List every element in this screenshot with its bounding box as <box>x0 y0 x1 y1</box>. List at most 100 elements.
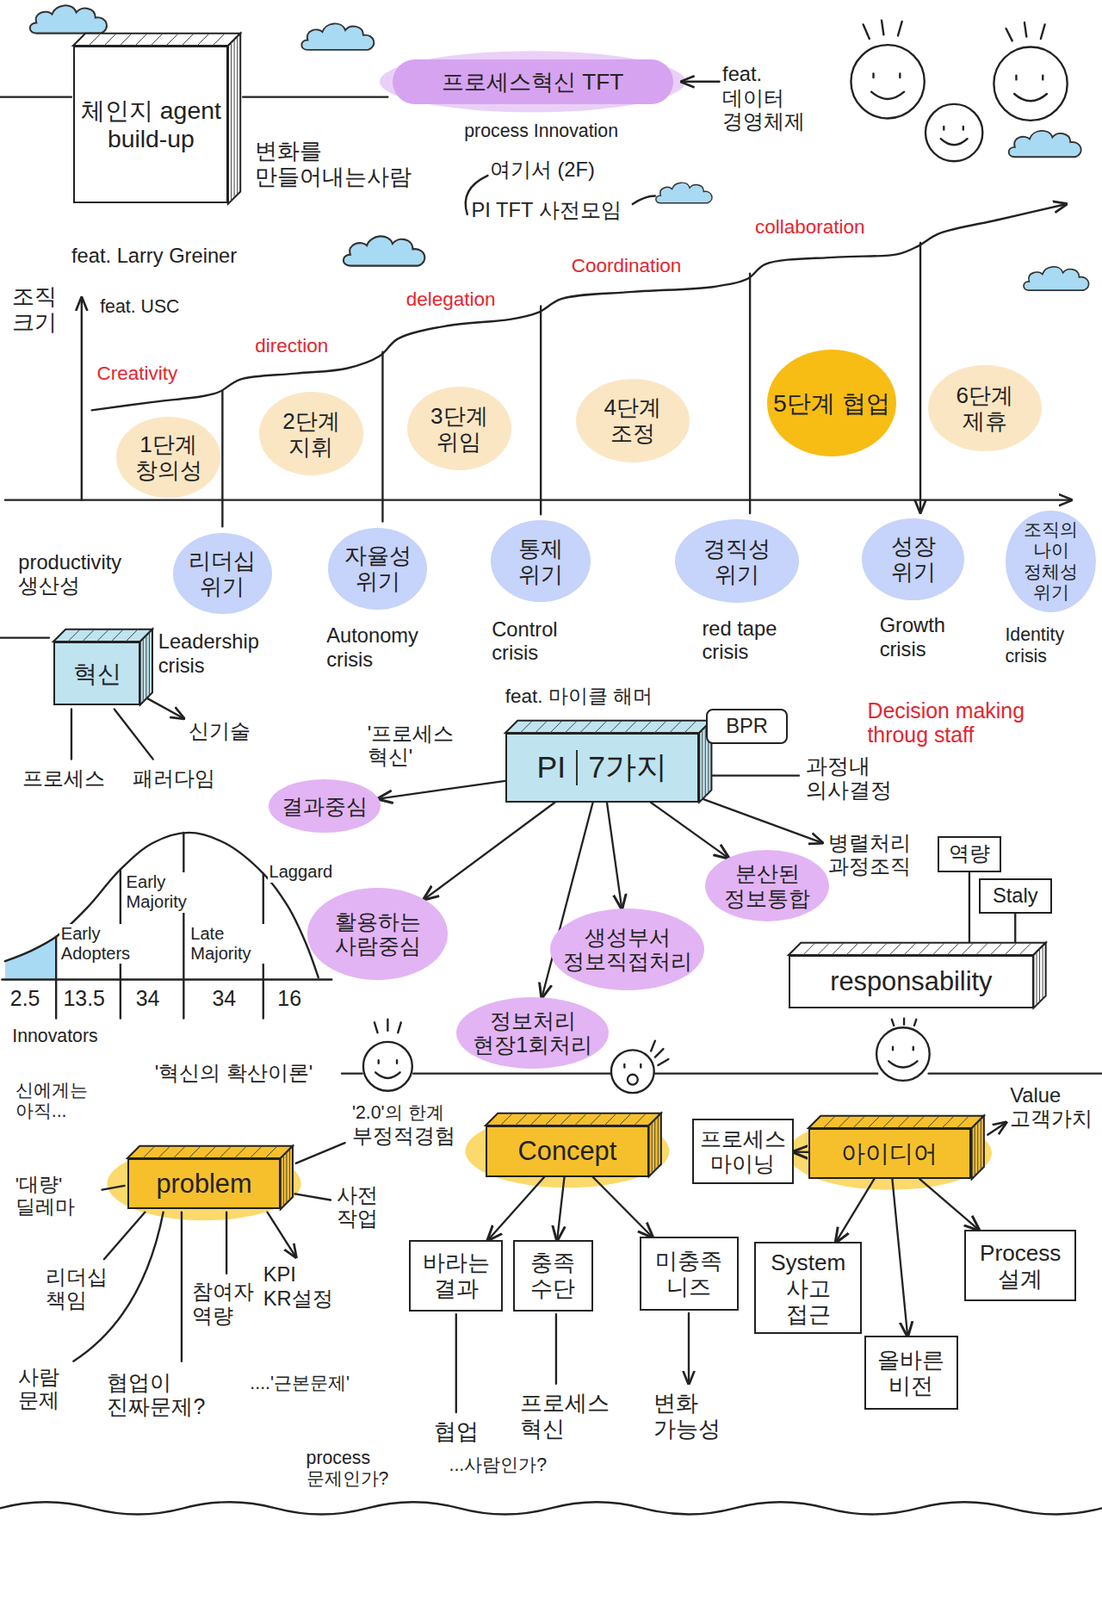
highlight-glow <box>106 1146 301 1220</box>
cube-hatch <box>976 942 989 955</box>
node-text: 4단계 조정 <box>581 394 685 446</box>
cube-hatch <box>918 942 931 955</box>
cube-hatch <box>927 1114 940 1127</box>
chart-baseline <box>1 978 332 980</box>
cube-hatch <box>1039 948 1041 1003</box>
cloud-doodle <box>30 5 107 33</box>
tag-box: BPR <box>705 708 788 744</box>
face-doodle <box>374 1019 402 1078</box>
cube-hatch <box>286 1151 288 1203</box>
cloud-doodle <box>1009 130 1082 157</box>
face-doodle <box>925 104 983 161</box>
highlight-glow <box>464 1114 669 1188</box>
cloud-doodle <box>343 235 426 266</box>
cube-hatch <box>977 1121 979 1173</box>
cube-hatch <box>219 1145 232 1158</box>
cube-hatch <box>544 1113 558 1126</box>
cube-hatch <box>882 1114 895 1127</box>
note-text: 과정내 의사결정 <box>805 753 913 803</box>
cube-hatch <box>579 720 592 733</box>
note-text: 프로세스 혁신 <box>520 1389 618 1442</box>
node-text: 경직성 위기 <box>680 535 794 588</box>
cube-hatch <box>142 1145 155 1158</box>
node-text: System 사고 접근 <box>761 1249 855 1327</box>
node-text: Concept <box>518 1135 618 1166</box>
note-text: 협업 <box>433 1417 479 1444</box>
cube-hatch <box>166 33 179 46</box>
cube-hatch <box>181 33 194 46</box>
cube-hatch <box>158 1145 171 1158</box>
node-text: 1단계 창의성 <box>121 431 216 483</box>
blob-circle: 6단계 제휴 <box>928 365 1042 452</box>
node-text: Process 설계 <box>971 1239 1070 1292</box>
blob-circle: 분산된 정보통합 <box>705 849 830 922</box>
note-text: '대량' 딜레마 <box>15 1173 98 1219</box>
note-text: 협업이 진짜문제? <box>106 1369 250 1419</box>
cube-hatch <box>860 942 873 955</box>
node-text: 바라는 결과 <box>415 1249 496 1301</box>
connector <box>424 802 556 900</box>
cube-hatch <box>534 720 547 733</box>
cube-hatch <box>142 638 144 702</box>
blob-circle: 1단계 창의성 <box>116 416 221 499</box>
note-text: feat. 마이클 해머 <box>505 685 653 708</box>
note-text: 34 <box>136 985 161 1011</box>
note-text: 변화 가능성 <box>653 1389 731 1442</box>
sketch-box: 미충족 니즈 <box>639 1236 739 1310</box>
node-text: 정보처리 현장1회처리 <box>461 1008 604 1058</box>
cube-hatch <box>125 629 138 642</box>
note-text: 16 <box>277 985 302 1011</box>
node-text: 프로세스 마이닝 <box>699 1126 787 1176</box>
note-text: 2.5 <box>10 985 41 1011</box>
note-text: 여기서 (2F) <box>489 158 595 182</box>
note-arrow <box>987 1121 1006 1134</box>
note-text: KPI KR설정 <box>263 1262 361 1311</box>
node-text: 리더십 위기 <box>178 547 268 600</box>
blob-circle: 4단계 조정 <box>575 378 690 463</box>
node-text: 활용하는 사람중심 <box>312 909 444 959</box>
connector <box>557 1176 564 1241</box>
note-text: Early Majority <box>124 872 221 912</box>
blob-circle: 생성부서 정보직접처리 <box>550 908 705 991</box>
node-text: 7가지 <box>575 749 678 786</box>
note-text: ....'근본문제' <box>249 1372 350 1393</box>
node-text: 분산된 정보통합 <box>710 860 824 911</box>
note-text: Control crisis <box>491 618 589 666</box>
note-text: Leadership crisis <box>158 630 281 678</box>
cube-hatch <box>990 942 1003 955</box>
cube-box: problem <box>127 1157 281 1209</box>
note-arrow <box>71 695 184 759</box>
cube-hatch <box>823 1114 836 1127</box>
cube-hatch <box>589 1113 602 1126</box>
cube-hatch <box>68 629 81 642</box>
sketch-box: 프로세스 마이닝 <box>692 1118 794 1184</box>
cube-hatch <box>1042 946 1044 1000</box>
blob-circle: 조직의 나이 정체성 위기 <box>1005 510 1096 613</box>
note-text: 병렬처리 과정조직 <box>828 831 931 880</box>
axis-line <box>5 498 1072 501</box>
cube-hatch <box>609 720 622 733</box>
note-text: Early Adopters <box>59 923 155 964</box>
cube-hatch <box>594 720 607 733</box>
cube-hatch <box>837 1114 850 1127</box>
note-text: process 문제인가? <box>306 1447 419 1490</box>
cube-hatch <box>230 42 232 201</box>
cube-hatch <box>135 33 148 46</box>
stage-label: direction <box>254 334 329 358</box>
cube-hatch <box>911 1114 924 1127</box>
cube-hatch <box>237 36 239 195</box>
cube-hatch <box>867 1114 880 1127</box>
note-text: Laggard <box>267 861 335 882</box>
cube-box: Concept <box>485 1125 650 1177</box>
cube-side <box>971 1114 984 1178</box>
cube-hatch <box>932 942 945 955</box>
note-text: 34 <box>212 985 237 1011</box>
note-text: ...사람인가? <box>448 1454 547 1475</box>
cube-top <box>127 1145 293 1158</box>
face-doodle <box>888 1018 917 1068</box>
connector <box>835 1178 875 1242</box>
cube-hatch <box>1036 952 1038 1006</box>
cube-hatch <box>150 33 163 46</box>
